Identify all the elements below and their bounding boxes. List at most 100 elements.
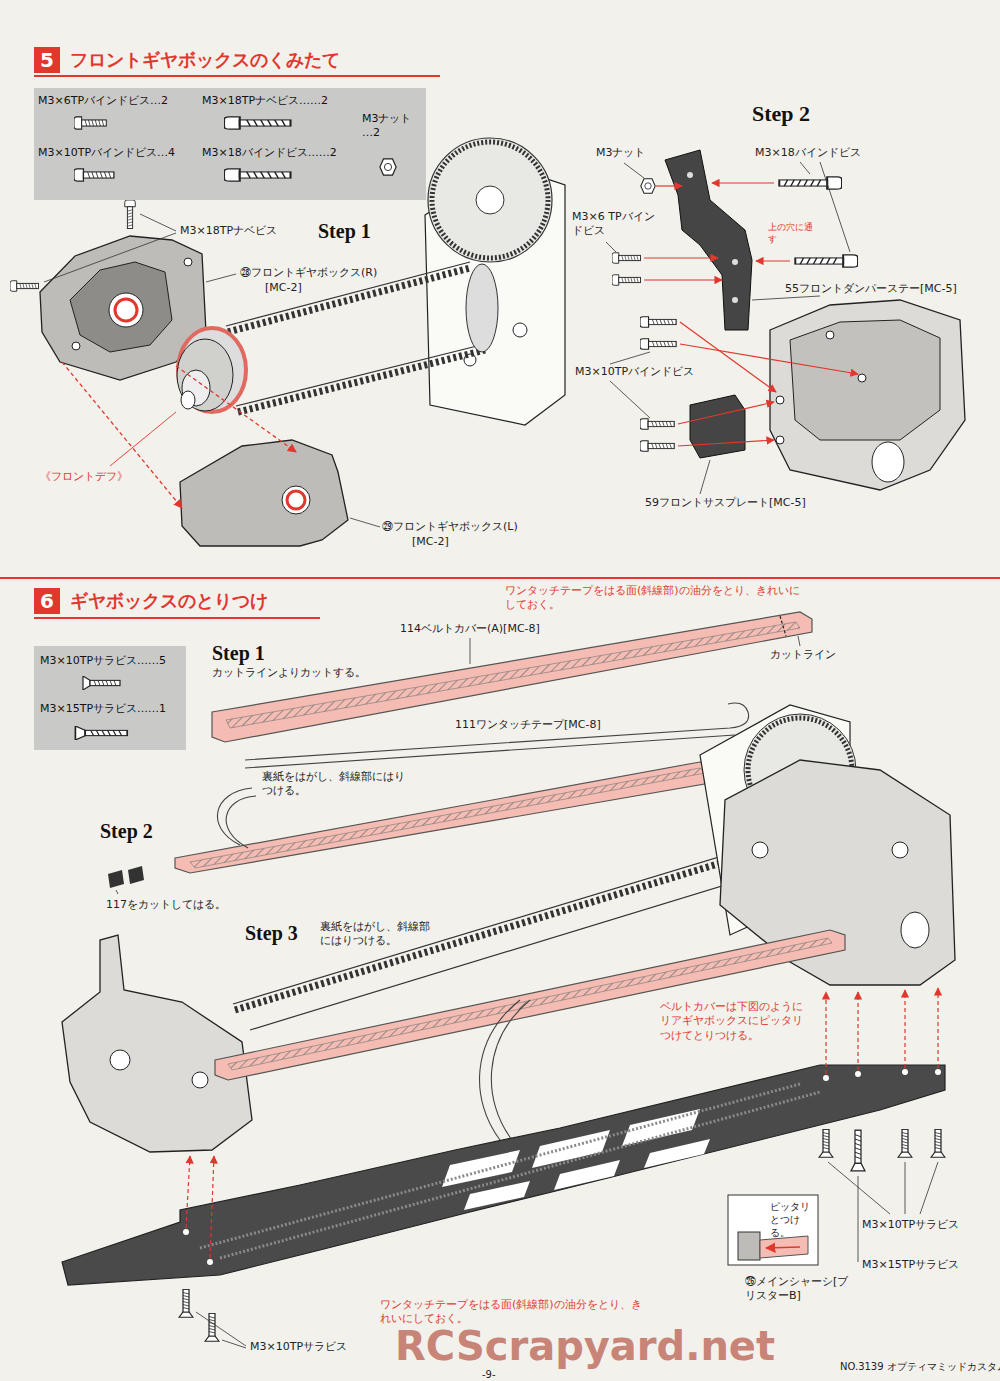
screw-icon bbox=[640, 441, 674, 452]
part-count: M3ナット …2 bbox=[362, 112, 418, 141]
rear-gearbox bbox=[901, 912, 929, 948]
screw-icon bbox=[931, 1130, 945, 1158]
drive-belt bbox=[466, 264, 498, 352]
drive-belt bbox=[226, 262, 470, 326]
assembly-arrow bbox=[680, 322, 776, 392]
detail-inset bbox=[728, 1195, 818, 1265]
leader-line bbox=[610, 352, 650, 364]
leader-line bbox=[905, 1162, 906, 1214]
part-name: M3×18TPナベビス bbox=[180, 224, 277, 238]
drive-belt bbox=[236, 344, 485, 406]
assembly-arrow bbox=[644, 183, 858, 446]
front-differential bbox=[178, 328, 246, 412]
screw-icon bbox=[641, 179, 655, 193]
leader-line bbox=[752, 296, 820, 300]
spur-gear bbox=[432, 142, 548, 258]
leader-line bbox=[470, 638, 471, 664]
damper-stay bbox=[687, 172, 693, 178]
instruction: 裏紙をはがし、斜線部にはりつける。 bbox=[262, 770, 412, 799]
screw-icon bbox=[795, 255, 858, 267]
rear-gearbox bbox=[892, 842, 908, 858]
front-gearbox-right bbox=[184, 258, 192, 266]
belt-cover bbox=[190, 768, 705, 868]
note: ベルトカバーは下図のようにリアギヤボックスにピッタリつけてとりつける。 bbox=[660, 1000, 810, 1043]
tape-strip bbox=[245, 703, 749, 768]
screw-icon bbox=[851, 1130, 865, 1171]
note: ワンタッチテープをはる面(斜線部)の油分をとり、きれいにしておく。 bbox=[380, 1298, 650, 1327]
front-gearbox bbox=[192, 1072, 208, 1088]
instruction: カットラインよりカットする。 bbox=[212, 666, 366, 680]
spur-gear bbox=[428, 138, 552, 262]
note: 上の穴に通す bbox=[768, 222, 816, 245]
leader-line bbox=[44, 233, 176, 282]
part-name: カットライン bbox=[770, 648, 836, 662]
spur-gear bbox=[428, 138, 552, 262]
main-chassis bbox=[62, 1065, 945, 1285]
instruction: 117をカットしてはる。 bbox=[106, 898, 226, 912]
page-number: -9- bbox=[482, 1368, 496, 1381]
parts-panel: M3×10TPサラビス……5M3×15TPサラビス……1 bbox=[34, 646, 186, 750]
damper-stay bbox=[732, 297, 738, 303]
section-rule bbox=[34, 75, 440, 77]
leader-line bbox=[700, 460, 710, 494]
part-name: M3×10TPバインドビス bbox=[575, 365, 694, 379]
step-label: Step 1 bbox=[318, 218, 371, 244]
part-count: M3×15TPサラビス……1 bbox=[40, 702, 166, 716]
belt-cover bbox=[228, 938, 832, 1070]
part-name: 114ベルトカバー(A)[MC-8] bbox=[400, 622, 540, 636]
front-gearbox bbox=[776, 396, 784, 404]
leader-line bbox=[116, 890, 118, 894]
screw-icon bbox=[640, 419, 674, 430]
belt-cover bbox=[212, 612, 812, 742]
leader-line bbox=[820, 162, 850, 252]
drive-belt bbox=[238, 350, 485, 412]
section-rule bbox=[34, 617, 320, 619]
leader-line bbox=[606, 242, 616, 252]
main-chassis bbox=[183, 1229, 189, 1235]
part-name: 《フロントデフ》 bbox=[40, 470, 128, 484]
screw-icon bbox=[179, 1130, 945, 1342]
leader-line bbox=[920, 1162, 938, 1214]
leader-line bbox=[798, 636, 800, 646]
main-chassis bbox=[442, 1150, 520, 1187]
leader-line bbox=[110, 412, 176, 466]
part-name: 111ワンタッチテープ[MC-8] bbox=[455, 718, 601, 732]
part-name: M3ナット bbox=[596, 146, 646, 160]
front-gearbox bbox=[770, 300, 965, 490]
part-name: ㉖メインシャーシ[ブリスターB] bbox=[745, 1275, 855, 1304]
assembly-arrow bbox=[176, 366, 296, 452]
screw-icon bbox=[125, 200, 136, 229]
leader-line bbox=[828, 1162, 890, 1214]
screw-icon bbox=[10, 200, 135, 291]
front-gearbox-left bbox=[180, 440, 348, 546]
step-label: Step 2 bbox=[100, 818, 153, 844]
part-name: M3×15TPサラビス bbox=[862, 1258, 959, 1272]
part-code: [MC-2] bbox=[412, 535, 449, 549]
screw-icon bbox=[179, 1290, 193, 1318]
front-differential bbox=[177, 328, 246, 412]
front-gearbox bbox=[770, 300, 965, 490]
assembly-arrow bbox=[937, 988, 938, 1068]
front-gearbox-right bbox=[70, 262, 172, 352]
section-heading: 5フロントギヤボックスのくみたて bbox=[34, 47, 342, 73]
screw-icon bbox=[10, 281, 39, 292]
drive-belt bbox=[226, 262, 498, 412]
screw-icon bbox=[640, 339, 676, 350]
part-name: M3×10TPサラビス bbox=[862, 1218, 959, 1232]
screw-icon bbox=[74, 169, 114, 181]
assembly-arrow bbox=[825, 992, 826, 1074]
tape-strip bbox=[480, 1000, 530, 1140]
screw-icon bbox=[205, 1314, 219, 1342]
tape-strip bbox=[226, 796, 256, 848]
leader-line bbox=[140, 214, 176, 231]
part-name: 55フロントダンパーステー[MC-5] bbox=[785, 282, 957, 296]
detail-inset bbox=[766, 1247, 800, 1248]
step-label: Step 1 bbox=[212, 640, 265, 666]
front-gearbox bbox=[110, 1050, 130, 1070]
belt-cover bbox=[175, 762, 716, 873]
step-label: Step 3 bbox=[245, 920, 298, 946]
spur-gear bbox=[476, 186, 504, 214]
assembly-arrow bbox=[186, 988, 938, 1258]
screw-icon bbox=[83, 676, 120, 690]
section-title: フロントギヤボックスのくみたて bbox=[70, 48, 340, 71]
